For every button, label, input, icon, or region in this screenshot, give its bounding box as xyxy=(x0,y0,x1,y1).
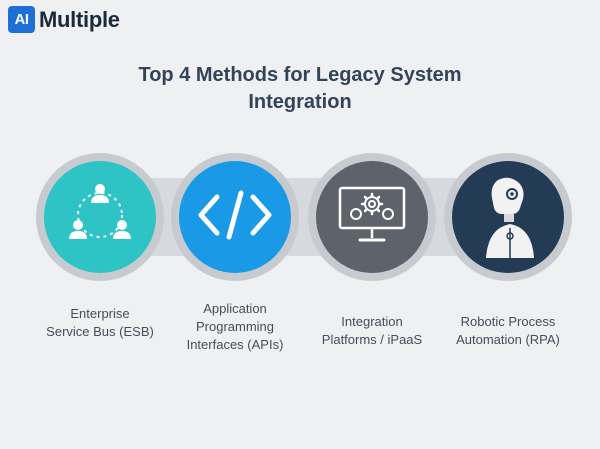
monitor-gears-icon xyxy=(332,180,412,255)
code-brackets-icon xyxy=(195,185,275,250)
title-line-2: Integration xyxy=(248,91,352,113)
label-line: Enterprise xyxy=(70,306,130,321)
label-line: Application xyxy=(203,301,267,316)
label-line: Interfaces (APIs) xyxy=(186,337,284,352)
label-line: Integration xyxy=(341,314,403,329)
logo-mark: AI xyxy=(8,6,35,33)
robot-icon xyxy=(468,170,548,265)
method-label-esb: Enterprise Service Bus (ESB) xyxy=(30,305,170,341)
logo: AI Multiple xyxy=(8,6,120,33)
label-line: Platforms / iPaaS xyxy=(321,332,423,347)
label-line: Robotic Process xyxy=(460,314,556,329)
label-line: Service Bus (ESB) xyxy=(46,324,154,339)
title-line-1: Top 4 Methods for Legacy System xyxy=(138,64,462,86)
method-disc-apis xyxy=(179,161,291,273)
method-disc-ipaas xyxy=(316,161,428,273)
logo-name: Multiple xyxy=(39,6,120,32)
page-title: Top 4 Methods for Legacy System Integrat… xyxy=(100,62,500,116)
method-disc-esb xyxy=(44,161,156,273)
method-label-rpa: Robotic Process Automation (RPA) xyxy=(438,313,578,349)
method-label-apis: Application Programming Interfaces (APIs… xyxy=(165,300,305,354)
label-line: Programming xyxy=(195,319,275,334)
method-disc-rpa xyxy=(452,161,564,273)
network-people-icon xyxy=(60,175,140,260)
method-label-ipaas: Integration Platforms / iPaaS xyxy=(302,313,442,349)
label-line: Automation (RPA) xyxy=(456,332,560,347)
